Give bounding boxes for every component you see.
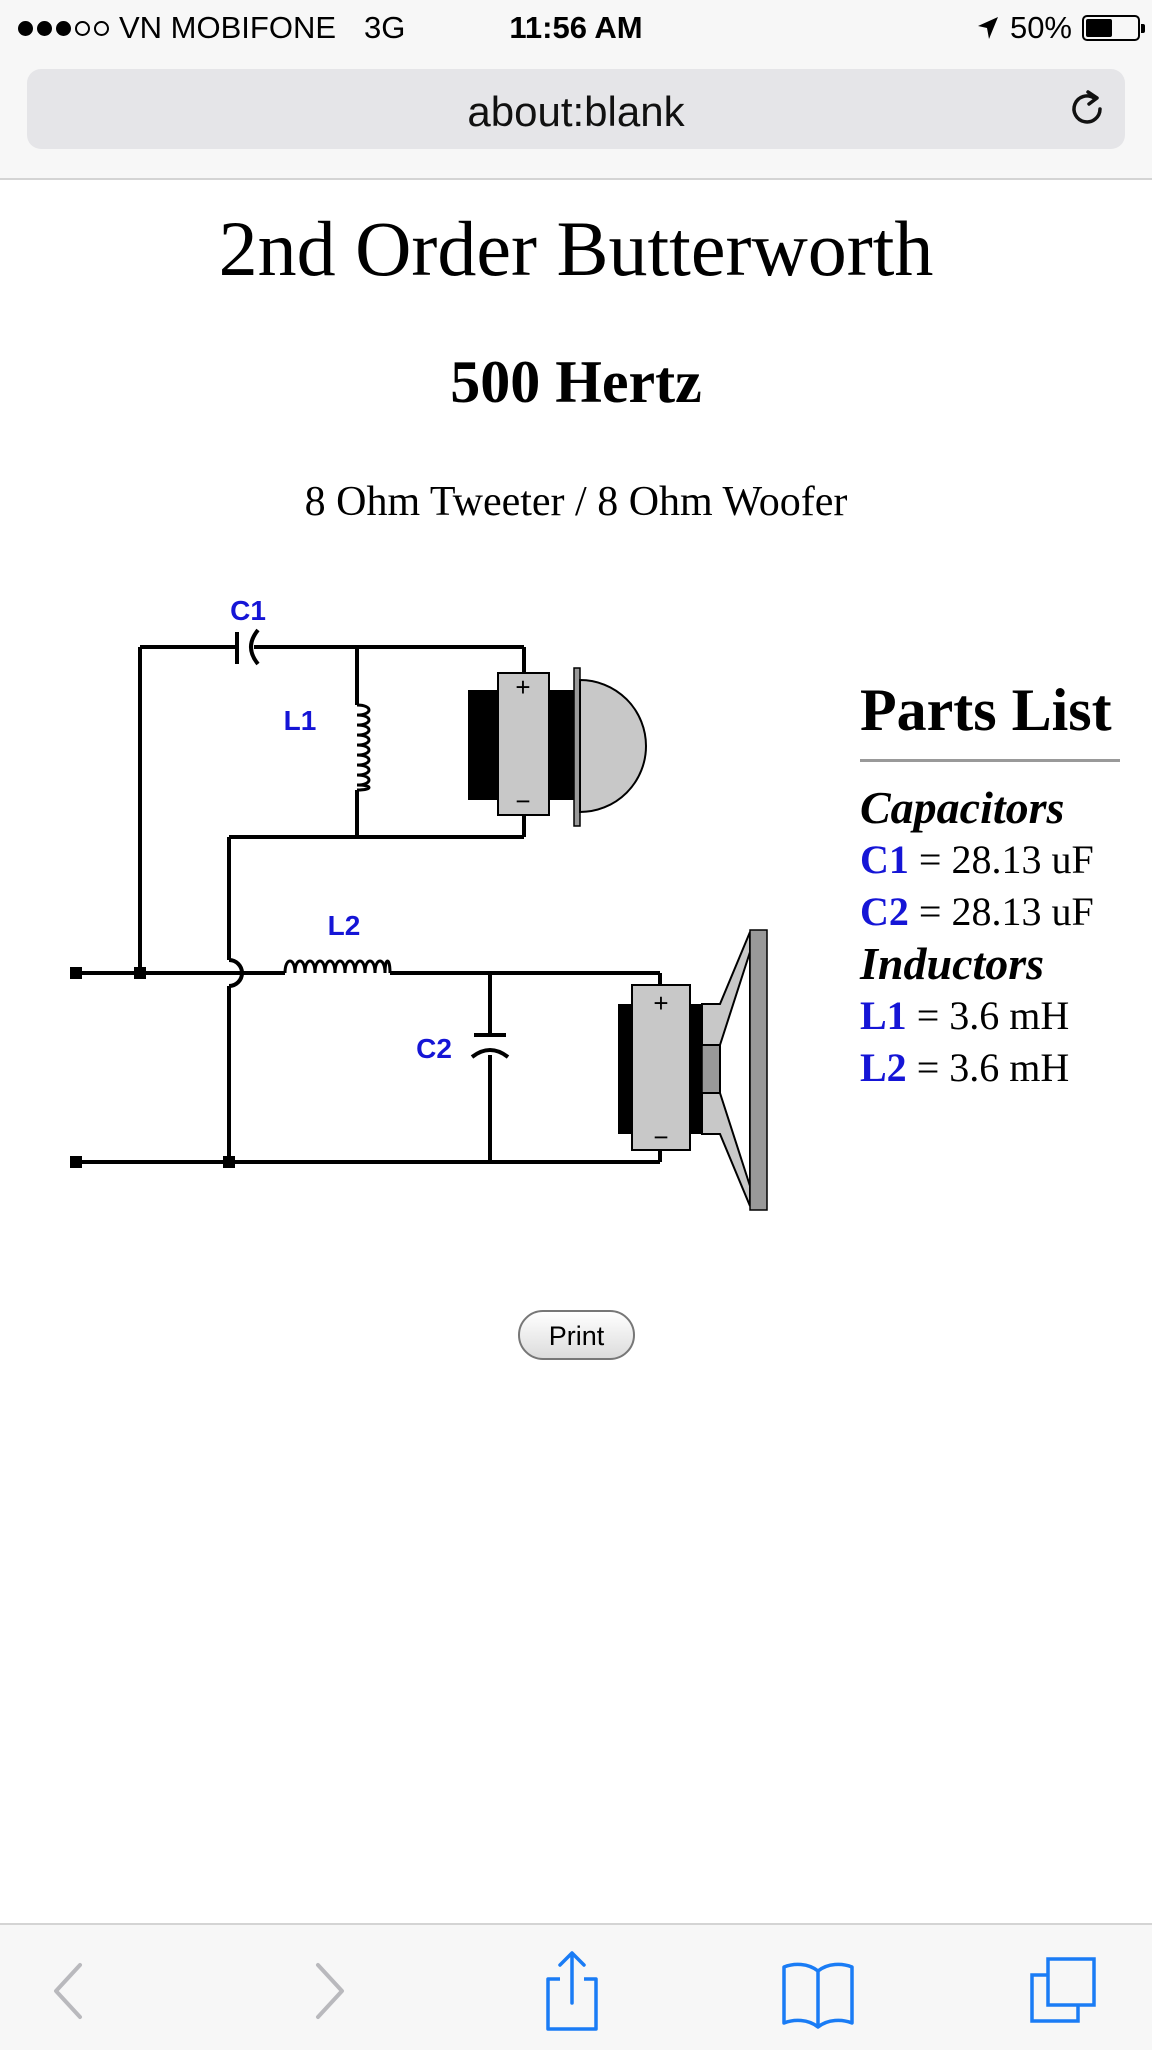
status-left: VN MOBIFONE 3G <box>18 10 405 46</box>
part-ref: L1 <box>860 993 907 1038</box>
part-value: = 28.13 uF <box>918 837 1094 882</box>
battery-percent: 50% <box>1009 10 1072 45</box>
woofer-plus-label: + <box>653 988 668 1018</box>
crossover-schematic: C1 L1 L2 C2 + − <box>70 595 768 1211</box>
battery-icon <box>1082 15 1145 41</box>
tabs-icon[interactable] <box>1024 1951 1104 2031</box>
status-bar: VN MOBIFONE 3G 11:56 AM 50% <box>0 0 1152 60</box>
woofer-icon: + − <box>618 929 768 1211</box>
part-row-l2: L2 = 3.6 mH <box>860 1042 1120 1094</box>
circuit-wires <box>76 645 662 1164</box>
frequency-heading: 500 Hertz <box>450 349 702 415</box>
page-title: 2nd Order Butterworth <box>218 205 934 292</box>
part-ref: C2 <box>860 889 909 934</box>
woofer-minus-label: − <box>653 1122 668 1152</box>
part-ref: L2 <box>860 1045 907 1090</box>
capacitor-c2: C2 <box>416 1033 510 1064</box>
inductors-heading: Inductors <box>860 938 1045 989</box>
bookmarks-icon[interactable] <box>778 1951 858 2031</box>
print-button[interactable]: Print <box>518 1310 635 1360</box>
bottom-toolbar <box>0 1923 1152 2050</box>
tweeter-plus-label: + <box>515 672 530 702</box>
parts-list: Parts List Capacitors C1 = 28.13 uF C2 =… <box>860 676 1120 1094</box>
l2-label: L2 <box>328 910 361 941</box>
tweeter-minus-label: − <box>515 786 530 816</box>
location-arrow-icon <box>977 17 998 39</box>
part-ref: C1 <box>860 837 909 882</box>
address-bar[interactable]: about:blank <box>27 69 1125 149</box>
carrier-name: VN MOBIFONE <box>119 10 337 45</box>
c1-label: C1 <box>230 595 266 626</box>
c2-label: C2 <box>416 1033 452 1064</box>
browser-chrome: about:blank <box>0 60 1152 180</box>
part-row-c2: C2 = 28.13 uF <box>860 886 1120 938</box>
part-value: = 3.6 mH <box>916 993 1070 1038</box>
l1-label: L1 <box>284 705 317 736</box>
status-time: 11:56 AM <box>509 10 643 45</box>
reload-icon[interactable] <box>1067 89 1107 129</box>
parts-list-heading: Parts List <box>860 677 1112 743</box>
inductor-l1: L1 <box>284 703 371 792</box>
part-row-l1: L1 = 3.6 mH <box>860 990 1120 1042</box>
part-row-c1: C1 = 28.13 uF <box>860 834 1120 886</box>
parts-list-divider <box>860 759 1120 762</box>
status-right: 50% <box>976 10 1145 46</box>
back-icon[interactable] <box>32 1951 112 2031</box>
capacitors-heading: Capacitors <box>860 782 1065 833</box>
part-value: = 3.6 mH <box>916 1045 1070 1090</box>
impedance-text: 8 Ohm Tweeter / 8 Ohm Woofer <box>304 479 848 525</box>
tweeter-icon: + − <box>468 667 647 827</box>
page-content: 2nd Order Butterworth 500 Hertz 8 Ohm Tw… <box>0 180 1152 1920</box>
signal-icon <box>18 20 109 36</box>
url-text: about:blank <box>467 88 685 135</box>
share-icon[interactable] <box>532 1951 612 2031</box>
forward-icon[interactable] <box>288 1951 368 2031</box>
capacitor-c1: C1 <box>230 595 266 666</box>
part-value: = 28.13 uF <box>918 889 1094 934</box>
network-type: 3G <box>364 10 406 45</box>
inductor-l2: L2 <box>283 910 392 974</box>
junction-dots <box>70 967 235 1168</box>
